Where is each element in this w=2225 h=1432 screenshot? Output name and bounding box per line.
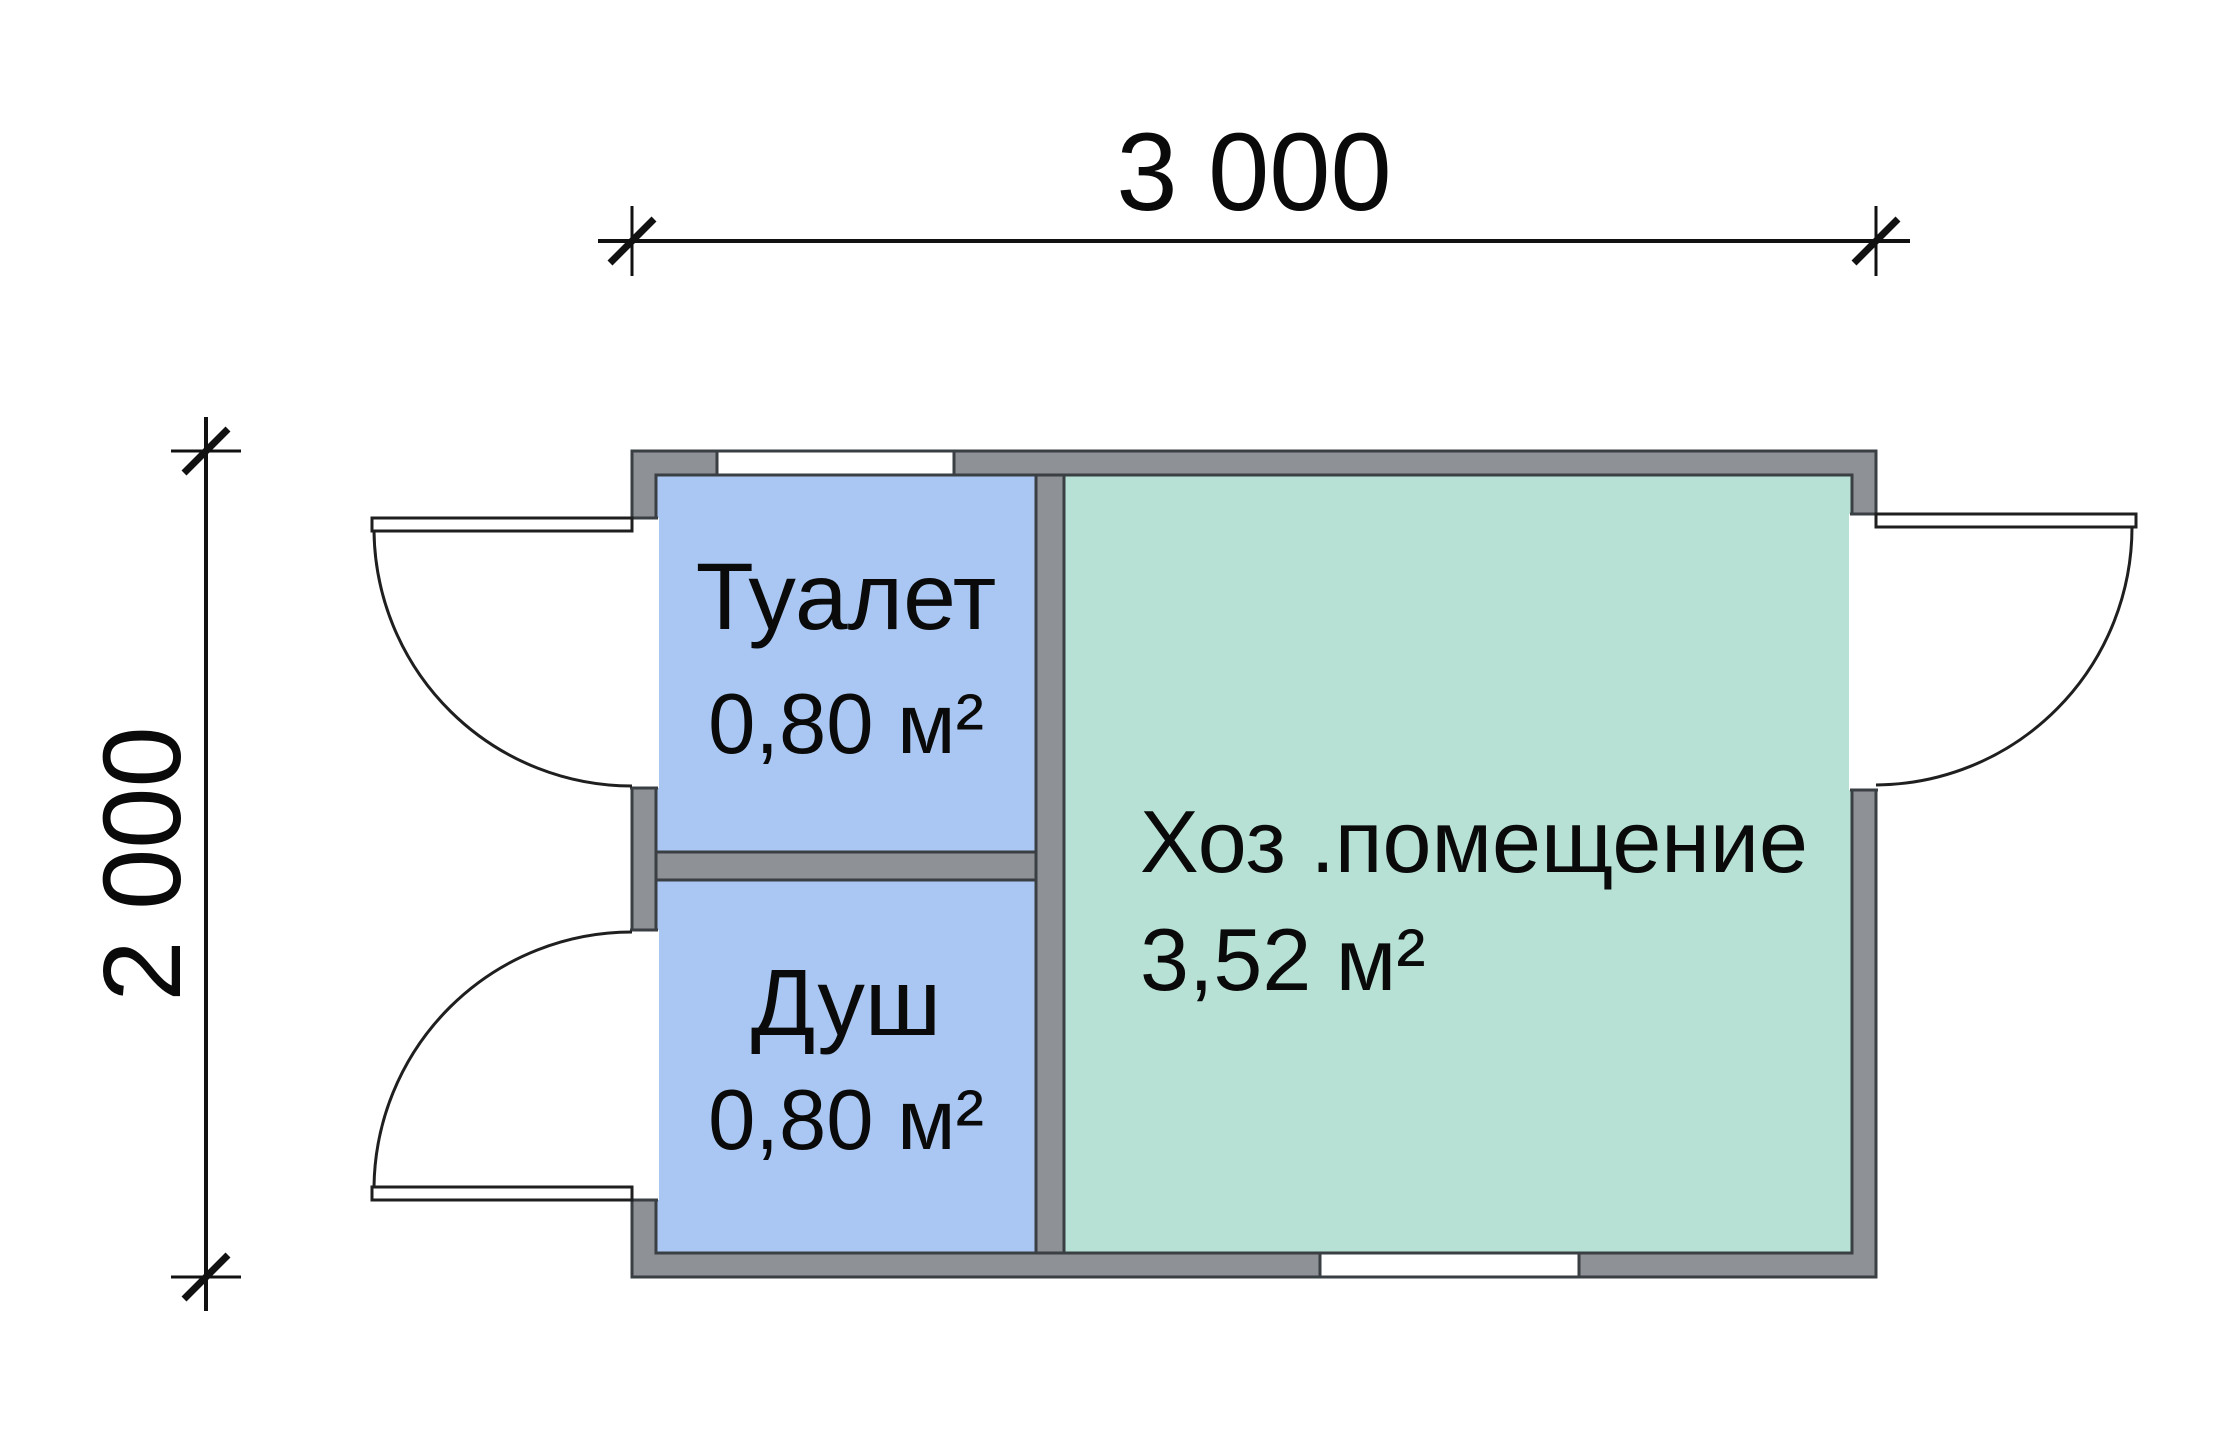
toilet-room-fill — [644, 463, 1050, 866]
partition-wall-vertical — [1034, 473, 1066, 1255]
windows — [715, 449, 1581, 1279]
width-dim-ticks — [607, 216, 1901, 266]
utility-door-swing-arc — [1875, 526, 2134, 787]
room-utility-name: Хоз .помещение — [1140, 792, 1808, 891]
shower-room-fill — [644, 866, 1050, 1265]
room-shower-area: 0,80 м² — [708, 1073, 984, 1168]
shower-door-swing-arc — [372, 930, 633, 1188]
toilet-door-jambs — [630, 516, 658, 790]
height-dimension-line — [171, 417, 241, 1311]
room-shower-name: Душ — [750, 950, 942, 1056]
shower-door-jambs — [630, 928, 658, 1202]
toilet-door-opening — [628, 518, 659, 788]
height-dim-ticks — [181, 426, 231, 1302]
utility-door-jambs — [1850, 512, 1878, 792]
door-openings — [628, 512, 1880, 1202]
room-fills — [644, 463, 1865, 1265]
utility-door-opening — [1849, 514, 1880, 790]
room-utility-area: 3,52 м² — [1140, 910, 1426, 1009]
room-toilet-area: 0,80 м² — [708, 677, 984, 772]
height-dimension-label: 2 000 — [81, 726, 204, 1002]
doors — [370, 512, 2138, 1202]
partition-wall-horizontal — [654, 850, 1038, 882]
utility-room-fill — [1050, 463, 1865, 1265]
top-window — [715, 449, 956, 477]
shower-door-opening — [628, 930, 659, 1200]
bottom-window — [1318, 1251, 1581, 1279]
utility-door-leaf — [1874, 512, 2138, 529]
toilet-door-leaf — [370, 516, 634, 533]
walls — [630, 449, 1878, 1279]
toilet-door-swing-arc — [372, 530, 633, 788]
width-dimension-label: 3 000 — [1116, 111, 1392, 234]
room-toilet-name: Туалет — [695, 544, 997, 650]
shower-door-leaf — [370, 1185, 634, 1202]
width-dimension-line — [598, 206, 1910, 276]
